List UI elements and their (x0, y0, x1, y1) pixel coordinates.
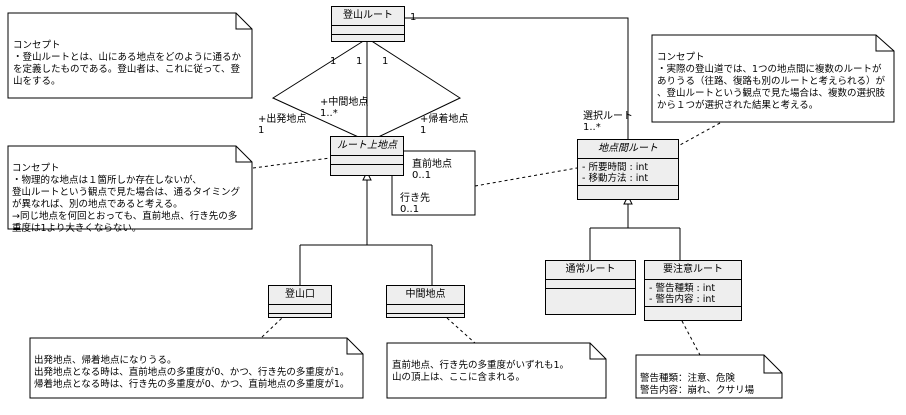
note-caution: 警告種類：注意、危険 警告内容：崩れ、クサリ場 (640, 373, 755, 396)
role-next: 行き先 0..1 (400, 193, 430, 215)
class-attrs (546, 280, 635, 289)
class-attrs (269, 305, 331, 314)
class-name: 登山口 (269, 286, 331, 305)
class-attrs: - 警告種類 : int - 警告内容 : int (645, 280, 741, 307)
note-midpoint: 直前地点、行き先の多重度がいずれも1。 山の頂上は、ここに含まれる。 (392, 360, 570, 383)
note-5-outline (386, 342, 607, 399)
class-normal-route[interactable]: 通常ルート (545, 260, 636, 315)
attr-duration: - 所要時間 : int (582, 162, 649, 173)
note-1-outline (7, 12, 253, 99)
inherit-arrow-2 (623, 194, 633, 205)
class-ops (645, 307, 741, 315)
note-concept-point: コンセプト ・物理的な地点は１箇所しか存在しないが、 登山ルートという観点で見た… (12, 163, 241, 234)
class-segment-route[interactable]: 地点間ルート - 所要時間 : int - 移動方法 : int (577, 139, 679, 200)
class-midpoint[interactable]: 中間地点 (386, 285, 465, 318)
class-trailhead[interactable]: 登山口 (268, 285, 332, 318)
anchor-note2 (679, 122, 721, 146)
class-name: 要注意ルート (645, 261, 741, 280)
assoc-route-segment (404, 17, 629, 140)
anchor-note4 (261, 317, 283, 338)
class-tozan-route[interactable]: 登山ルート (331, 6, 405, 42)
class-ops (546, 289, 635, 297)
note-2-outline (651, 34, 895, 123)
role-return: +帰着地点 1 (420, 114, 469, 136)
inherit-segment (589, 200, 681, 260)
class-name: 中間地点 (387, 286, 464, 305)
assoc-self (391, 150, 476, 216)
class-ops (387, 314, 464, 322)
class-name: 地点間ルート (578, 140, 678, 159)
attr-warning-type: - 警告種類 : int (649, 283, 716, 294)
role-select: 選択ルート 1..* (583, 111, 633, 133)
assoc-return (369, 39, 462, 141)
attr-warning-content: - 警告内容 : int (649, 294, 716, 305)
class-attrs (387, 305, 464, 314)
class-ops (578, 186, 678, 194)
note-concept-route: コンセプト ・登山ルートとは、山にある地点をどのように通るか を定義したものであ… (13, 40, 242, 87)
note-3-outline (7, 145, 253, 230)
inherit-route-point (299, 176, 433, 285)
mult-return: 1 (382, 56, 389, 67)
mult-route-top: 1 (410, 12, 417, 23)
class-attrs (332, 26, 404, 35)
note-4-outline (29, 337, 364, 399)
anchor-note6 (681, 320, 701, 356)
class-attrs (331, 156, 403, 165)
note-trailhead: 出発地点、帰着地点になりうる。 出発地点となる時は、直前地点の多重度が0、かつ、… (34, 355, 350, 390)
class-attrs: - 所要時間 : int - 移動方法 : int (578, 159, 678, 186)
inherit-arrow-1 (362, 170, 372, 181)
anchor-note3 (252, 157, 331, 169)
assoc-start (271, 39, 366, 141)
role-start: +出発地点 1 (258, 114, 307, 136)
note-6-outline (635, 354, 783, 399)
class-name: 通常ルート (546, 261, 635, 280)
class-ops (332, 35, 404, 43)
mult-start: 1 (330, 56, 337, 67)
role-mid: +中間地点 1..* (320, 97, 369, 119)
class-ops (269, 314, 331, 322)
class-ops (331, 165, 403, 173)
mult-mid: 1 (356, 56, 363, 67)
attr-method: - 移動方法 : int (582, 173, 649, 184)
anchor-note5 (446, 317, 476, 344)
anchor-self-segment (474, 167, 578, 187)
class-name: ルート上地点 (331, 137, 403, 156)
note-concept-segment: コンセプト ・実際の登山道では、1つの地点間に複数のルートが ありうる（往路、復… (657, 52, 886, 111)
role-prev: 直前地点 0..1 (412, 159, 452, 181)
class-caution-route[interactable]: 要注意ルート - 警告種類 : int - 警告内容 : int (644, 260, 742, 321)
class-route-point[interactable]: ルート上地点 (330, 136, 404, 176)
class-name: 登山ルート (332, 7, 404, 26)
